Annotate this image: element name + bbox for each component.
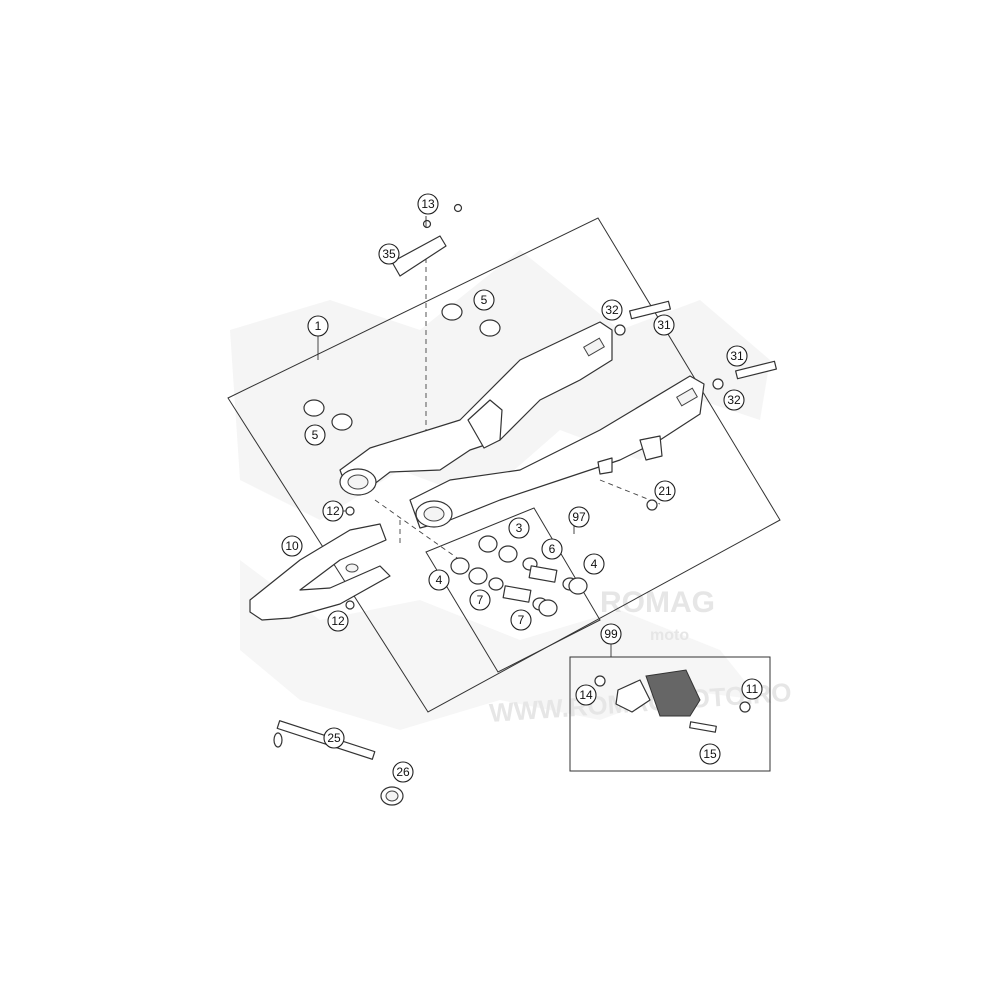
- swingarm-part: [339, 321, 705, 529]
- callout-3: 3: [508, 517, 530, 539]
- callout-31-right-label: 31: [730, 349, 744, 363]
- bearing-kit-parts: [450, 535, 588, 617]
- pivot-covers: [303, 303, 501, 431]
- callout-15: 15: [699, 743, 721, 765]
- callout-11: 11: [741, 678, 763, 700]
- callout-32-top: 32: [601, 299, 623, 321]
- callout-26: 26: [392, 761, 414, 783]
- callout-14-label: 14: [579, 688, 593, 702]
- callout-13-label: 13: [421, 197, 435, 211]
- chain-guide-kit-box: [569, 656, 771, 772]
- axle-bolts: [629, 300, 777, 380]
- bearing-kit-frame: [425, 507, 601, 673]
- chain-guide-part: [594, 669, 751, 733]
- small-hardware: [345, 203, 724, 610]
- callout-7-left: 7: [469, 589, 491, 611]
- callout-1-label: 1: [315, 319, 322, 333]
- callout-35: 35: [378, 243, 400, 265]
- swingarm-assembly-frame: [227, 217, 781, 713]
- callout-21: 21: [654, 480, 676, 502]
- callout-4-left: 4: [428, 569, 450, 591]
- callout-6-label: 6: [549, 542, 556, 556]
- chain-slider-part: [249, 523, 391, 621]
- callout-15-label: 15: [703, 747, 717, 761]
- callout-7-right-label: 7: [518, 613, 525, 627]
- callout-3-label: 3: [516, 521, 523, 535]
- callout-4-right: 4: [583, 553, 605, 575]
- callout-4-left-label: 4: [436, 573, 443, 587]
- callout-10-label: 10: [285, 539, 299, 553]
- callout-7-left-label: 7: [477, 593, 484, 607]
- clip-part: [391, 235, 447, 277]
- callout-25-label: 25: [327, 731, 341, 745]
- callout-31-right: 31: [726, 345, 748, 367]
- callout-31-top-label: 31: [657, 318, 671, 332]
- callout-5-top-label: 5: [481, 293, 488, 307]
- callout-32-right: 32: [723, 389, 745, 411]
- callout-99-label: 99: [604, 627, 618, 641]
- callout-14: 14: [575, 684, 597, 706]
- callout-10: 10: [281, 535, 303, 557]
- callout-5-left: 5: [304, 424, 326, 446]
- callout-21-label: 21: [658, 484, 672, 498]
- callout-25: 25: [323, 727, 345, 749]
- watermark-brand: ROMAG: [600, 586, 715, 619]
- watermark-brand-sub: moto: [650, 627, 689, 644]
- callout-31-top: 31: [653, 314, 675, 336]
- callout-32-right-label: 32: [727, 393, 741, 407]
- callout-12-bottom: 12: [327, 610, 349, 632]
- callout-1: 1: [307, 315, 329, 337]
- callout-13: 13: [417, 193, 439, 215]
- callout-7-right: 7: [510, 609, 532, 631]
- callout-97-label: 97: [572, 510, 586, 524]
- callout-99: 99: [600, 623, 622, 645]
- callout-6: 6: [541, 538, 563, 560]
- callout-5-top: 5: [473, 289, 495, 311]
- callout-12-top-label: 12: [326, 504, 340, 518]
- callout-12-bottom-label: 12: [331, 614, 345, 628]
- assembly-lines: [374, 258, 661, 561]
- callout-4-right-label: 4: [591, 557, 598, 571]
- callout-97: 97: [568, 506, 590, 528]
- callout-11-label: 11: [746, 682, 759, 696]
- callout-12-top: 12: [322, 500, 344, 522]
- callout-35-label: 35: [382, 247, 396, 261]
- callout-5-left-label: 5: [312, 428, 319, 442]
- callout-26-label: 26: [396, 765, 410, 779]
- callout-32-top-label: 32: [605, 303, 619, 317]
- pivot-nut: [380, 786, 404, 806]
